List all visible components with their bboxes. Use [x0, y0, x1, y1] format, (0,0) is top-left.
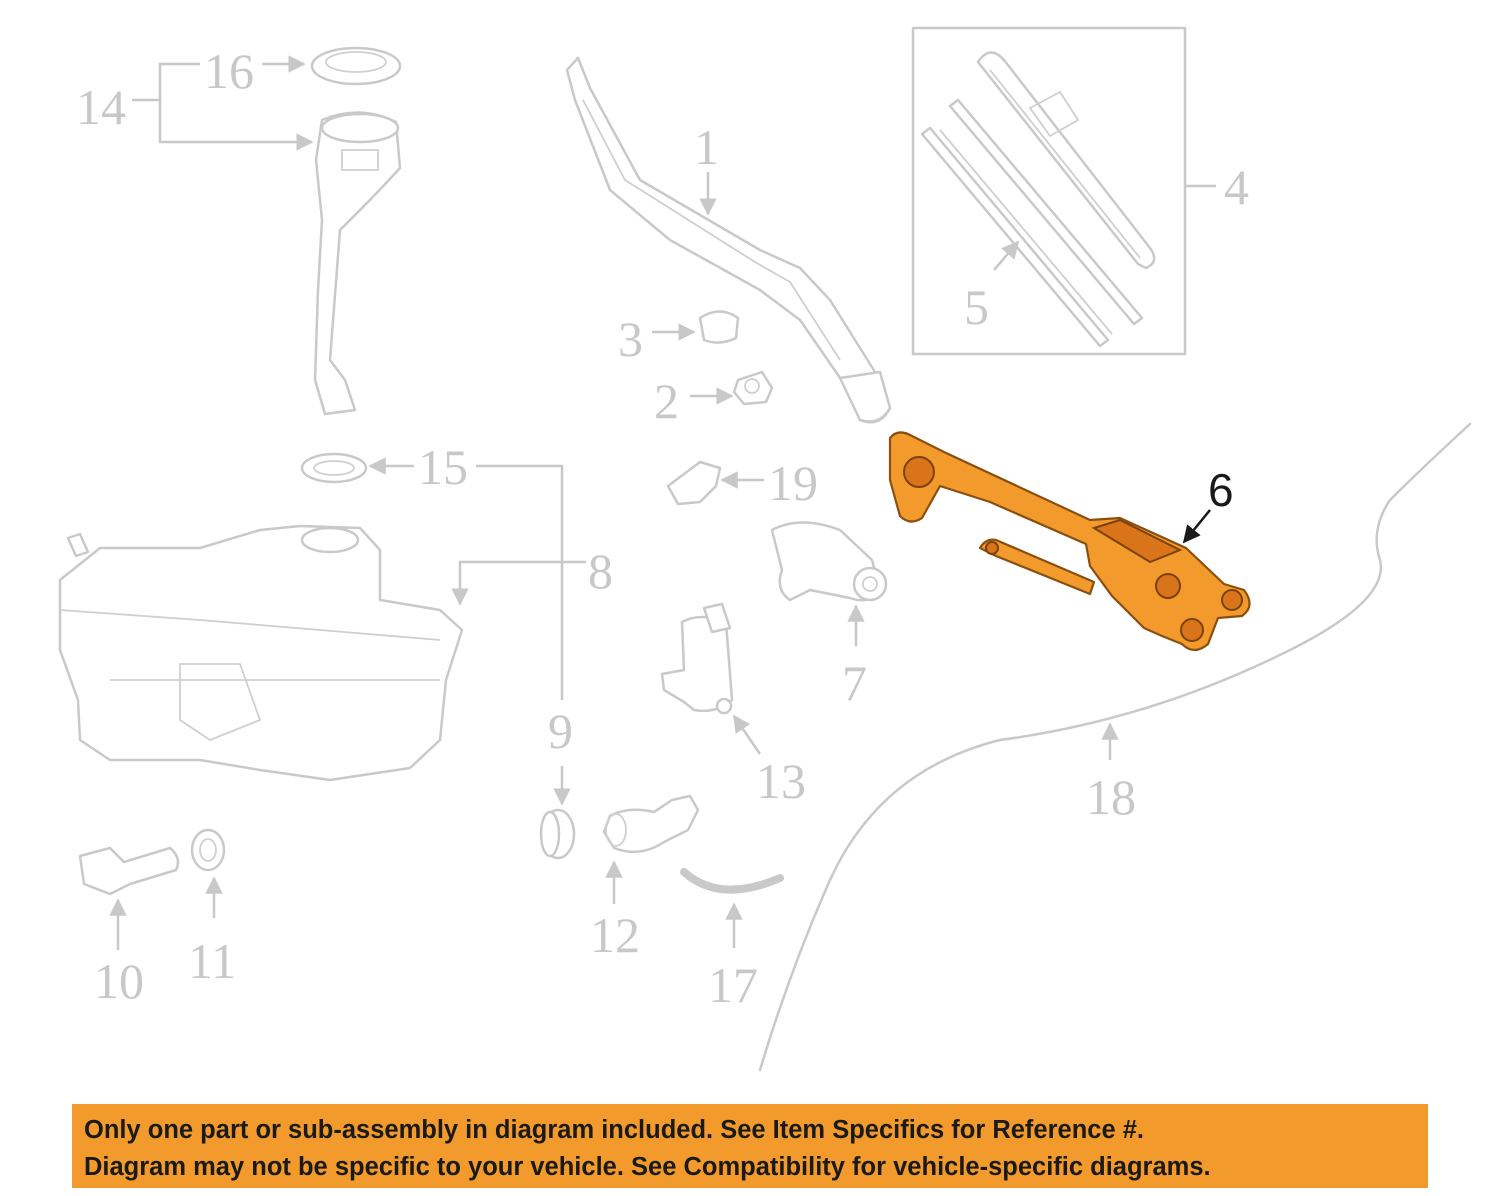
- callout-4: 4: [1224, 159, 1249, 215]
- callout-8: 8: [588, 543, 613, 599]
- callout-labels: 14 16 1 4 5 3 2 15 19 8 7 9 13 18 12 10 …: [76, 43, 1249, 1013]
- callout-2: 2: [654, 373, 679, 429]
- washer-hose: [758, 422, 1472, 1072]
- disclaimer-line-2: Diagram may not be specific to your vehi…: [84, 1153, 1211, 1181]
- callout-3: 3: [618, 311, 643, 367]
- wiper-arm: [565, 56, 892, 424]
- level-sensor: [78, 846, 180, 896]
- grommet: [539, 808, 576, 860]
- washer-pump: [660, 602, 734, 715]
- callout-18: 18: [1086, 769, 1136, 825]
- callout-15: 15: [418, 439, 468, 495]
- callout-17: 17: [708, 957, 758, 1013]
- seal-ring: [300, 452, 368, 484]
- callout-1: 1: [694, 119, 719, 175]
- o-ring: [190, 828, 226, 872]
- leader-lines: [109, 55, 1216, 950]
- callout-14: 14: [76, 79, 126, 135]
- check-valve: [602, 794, 700, 854]
- filler-neck: [310, 46, 402, 416]
- wiper-blade-group: [911, 26, 1187, 356]
- clip: [666, 460, 722, 506]
- callout-10: 10: [94, 953, 144, 1009]
- callout-5: 5: [964, 279, 989, 335]
- callout-19: 19: [768, 455, 818, 511]
- wiper-linkage-motor: [888, 431, 1251, 652]
- washer-reservoir: [58, 524, 464, 782]
- nut-cap: [698, 310, 740, 344]
- callout-12: 12: [590, 907, 640, 963]
- callout-6-highlighted: 6: [1208, 464, 1234, 516]
- disclaimer-banner: Only one part or sub-assembly in diagram…: [72, 1104, 1428, 1188]
- nut: [732, 370, 774, 406]
- short-hose: [680, 868, 784, 894]
- callout-9: 9: [548, 703, 573, 759]
- callout-11: 11: [188, 933, 236, 989]
- rear-motor: [770, 521, 888, 602]
- callout-7: 7: [842, 655, 867, 711]
- callout-13: 13: [756, 753, 806, 809]
- callout-16: 16: [204, 43, 254, 99]
- disclaimer-line-1: Only one part or sub-assembly in diagram…: [84, 1116, 1144, 1144]
